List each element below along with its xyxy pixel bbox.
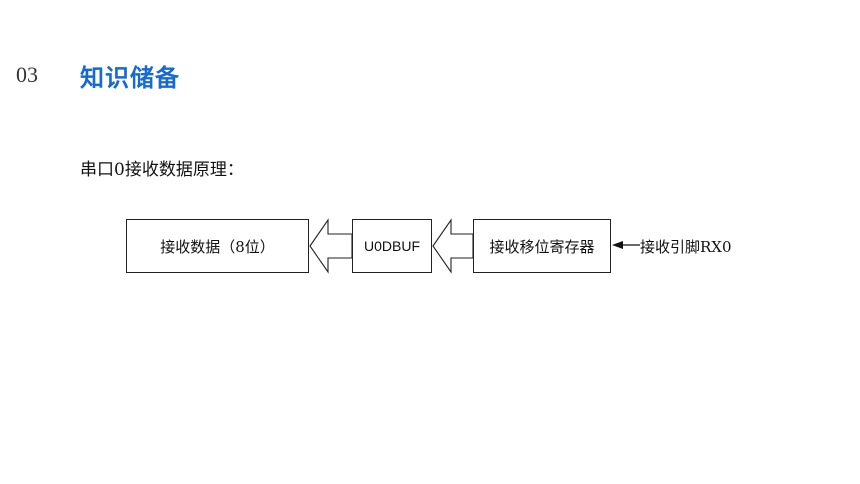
section-number: 03	[16, 62, 38, 87]
block-arrow-shift-to-buf	[432, 218, 474, 274]
u0dbuf-box: U0DBUF	[352, 219, 432, 273]
received-data-label: 接收数据（8位）	[160, 237, 275, 256]
section-title: 知识储备	[80, 63, 180, 92]
shift-register-box: 接收移位寄存器	[473, 219, 611, 273]
rx0-pin-label: 接收引脚RX0	[640, 238, 732, 256]
received-data-box: 接收数据（8位）	[126, 219, 309, 273]
block-arrow-buf-to-data	[309, 218, 353, 274]
section-header: 03 知识储备	[16, 58, 180, 92]
pin-arrow-head	[612, 241, 623, 249]
u0dbuf-label: U0DBUF	[363, 238, 420, 254]
shift-register-label: 接收移位寄存器	[489, 237, 595, 256]
subtitle: 串口0接收数据原理：	[80, 160, 244, 180]
